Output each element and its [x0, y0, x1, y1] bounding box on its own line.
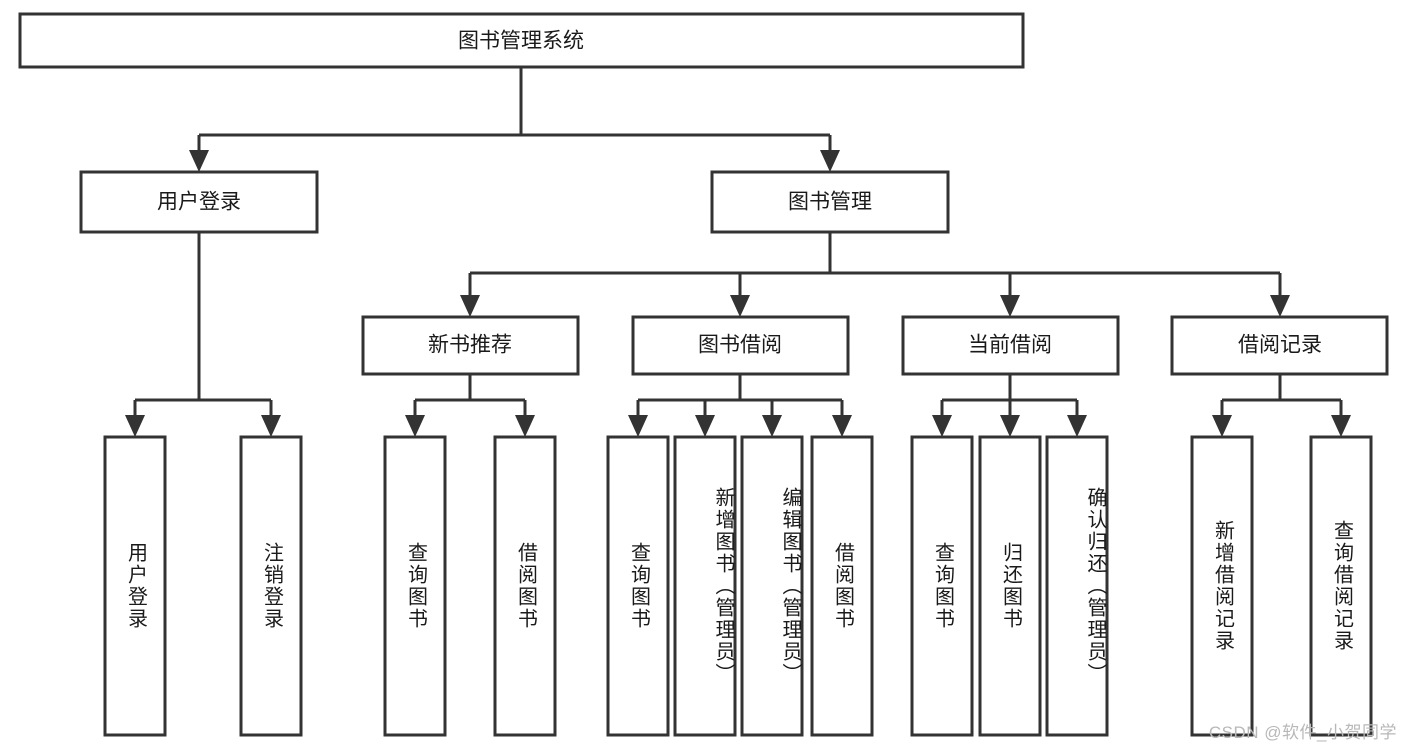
arrow-to-new-book-rec [460, 295, 480, 317]
node-borrow-record-label: 借阅记录 [1238, 334, 1322, 357]
node-leaf-borrow-book-1[interactable] [493, 435, 557, 737]
connector-borrow-record-trunk [1220, 374, 1343, 417]
node-new-book-rec[interactable] [361, 315, 580, 376]
connector-user-login-trunk [133, 232, 273, 417]
arrow-to-leaf-query-book-1 [405, 415, 425, 437]
node-book-borrow-label: 图书借阅 [698, 334, 782, 357]
nodes-layer: 图书管理系统 用户登录 图书管理 新书推荐 图书借阅 当前借阅 借阅记录 [18, 12, 1389, 737]
connector-new-book-rec-trunk [413, 374, 527, 417]
node-borrow-record[interactable] [1170, 315, 1389, 376]
arrow-to-leaf-add-record [1212, 415, 1232, 437]
node-leaf-confirm-return[interactable] [1045, 435, 1109, 737]
node-leaf-logout[interactable] [239, 435, 303, 737]
arrow-to-leaf-confirm-return [1067, 415, 1087, 437]
node-book-borrow[interactable] [631, 315, 850, 376]
arrow-to-leaf-query-book-3 [932, 415, 952, 437]
arrow-to-borrow-record [1270, 295, 1290, 317]
connector-book-borrow-trunk [636, 374, 844, 417]
arrow-to-user-login [189, 150, 209, 172]
arrow-to-leaf-borrow-book-2 [832, 415, 852, 437]
node-user-login[interactable] [79, 170, 319, 234]
connector-book-manage-trunk [468, 232, 1282, 297]
node-leaf-return-book[interactable] [978, 435, 1042, 737]
node-book-manage[interactable] [710, 170, 950, 234]
arrow-to-leaf-borrow-book-1 [515, 415, 535, 437]
arrow-to-leaf-logout [261, 415, 281, 437]
node-leaf-edit-book[interactable] [740, 435, 804, 737]
connectors-layer [133, 67, 1343, 417]
node-leaf-query-record[interactable] [1309, 435, 1373, 737]
node-current-borrow-label: 当前借阅 [968, 334, 1052, 357]
node-leaf-query-book-3[interactable] [910, 435, 974, 737]
arrow-to-leaf-add-book [695, 415, 715, 437]
arrow-to-leaf-query-record [1331, 415, 1351, 437]
csdn-watermark: CSDN @软件_小贺同学 [1208, 723, 1397, 742]
node-leaf-add-book[interactable] [673, 435, 737, 737]
arrow-to-book-manage [820, 150, 840, 172]
node-root[interactable] [18, 12, 1025, 69]
arrow-to-leaf-user-login [125, 415, 145, 437]
node-leaf-query-book-2[interactable] [606, 435, 670, 737]
arrow-to-book-borrow [730, 295, 750, 317]
node-leaf-add-record[interactable] [1190, 435, 1254, 737]
arrow-to-current-borrow [1000, 295, 1020, 317]
arrow-to-leaf-edit-book [762, 415, 782, 437]
node-book-manage-label: 图书管理 [788, 191, 872, 214]
node-leaf-borrow-book-2[interactable] [810, 435, 874, 737]
node-current-borrow[interactable] [901, 315, 1120, 376]
arrow-to-leaf-return-book [1000, 415, 1020, 437]
connector-current-borrow-trunk [940, 374, 1079, 417]
node-root-label: 图书管理系统 [458, 30, 584, 53]
connector-root-trunk [197, 67, 832, 152]
arrowheads-layer [125, 150, 1351, 437]
node-user-login-label: 用户登录 [157, 191, 241, 214]
node-leaf-user-login[interactable] [103, 435, 167, 737]
node-leaf-query-book-1[interactable] [383, 435, 447, 737]
arrow-to-leaf-query-book-2 [628, 415, 648, 437]
node-new-book-rec-label: 新书推荐 [428, 334, 512, 357]
